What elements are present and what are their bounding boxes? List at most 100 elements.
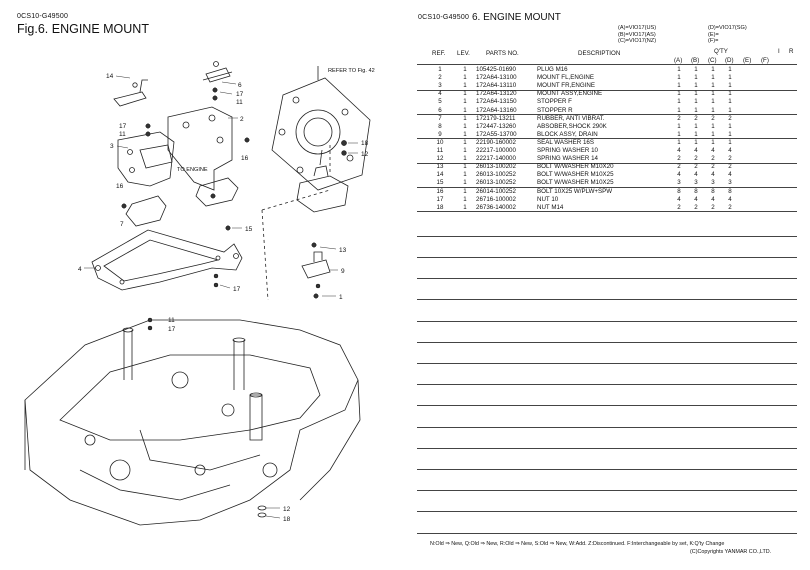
cell-lev: 1 bbox=[463, 90, 467, 98]
cell-no: 172A64-13150 bbox=[476, 98, 517, 106]
cell-qty: 1 bbox=[677, 66, 681, 73]
cell-qty: 1 bbox=[711, 90, 715, 98]
cell-desc: BOLT 10X25 W/PLW+SPW bbox=[537, 187, 613, 195]
cell-qty: 1 bbox=[728, 82, 732, 90]
model-key-c: (C)=VIO17(NZ) bbox=[618, 38, 657, 45]
cell-qty: 1 bbox=[677, 98, 681, 106]
cell-ref: 8 bbox=[438, 122, 442, 130]
cell-qty: 2 bbox=[677, 114, 681, 122]
cell-qty: 1 bbox=[694, 130, 698, 138]
cell-qty: 4 bbox=[694, 171, 698, 179]
callout-7: 7 bbox=[120, 221, 124, 228]
right-doc-code: 0CS10-G49500 bbox=[418, 14, 470, 21]
empty-rule bbox=[417, 469, 797, 470]
cell-ref: 4 bbox=[438, 90, 442, 98]
cell-qty: 1 bbox=[677, 138, 681, 146]
empty-rule bbox=[417, 341, 797, 343]
header-qty-e: (E) bbox=[743, 57, 752, 64]
figure-title: Fig.6. ENGINE MOUNT bbox=[17, 22, 149, 36]
cell-qty: 3 bbox=[728, 179, 732, 187]
cell-qty: 1 bbox=[711, 138, 715, 146]
cell-ref: 12 bbox=[436, 155, 444, 163]
cell-qty: 3 bbox=[694, 179, 698, 187]
cell-qty: 1 bbox=[677, 130, 681, 138]
cell-no: 172A64-13160 bbox=[476, 106, 517, 114]
row-group-rule bbox=[417, 89, 797, 91]
header-qty: Q'TY bbox=[714, 48, 728, 55]
cell-lev: 1 bbox=[463, 66, 467, 73]
cell-qty: 2 bbox=[677, 163, 681, 171]
cell-no: 172A64-13110 bbox=[476, 82, 517, 90]
callout-2: 2 bbox=[240, 116, 244, 123]
cell-lev: 1 bbox=[463, 98, 467, 106]
section-title: 6. ENGINE MOUNT bbox=[472, 12, 561, 23]
cell-qty: 2 bbox=[711, 203, 715, 211]
cell-no: 22217-140000 bbox=[476, 155, 516, 163]
cell-qty: 1 bbox=[711, 122, 715, 130]
cell-lev: 1 bbox=[463, 171, 467, 179]
cell-desc: SPRING WASHER 14 bbox=[537, 155, 598, 163]
cell-lev: 1 bbox=[463, 203, 467, 211]
cell-qty: 4 bbox=[677, 147, 681, 154]
row-group-rule bbox=[417, 187, 797, 188]
cell-qty: 4 bbox=[711, 195, 715, 203]
cell-lev: 1 bbox=[463, 187, 467, 195]
empty-rule bbox=[417, 490, 797, 492]
empty-rule bbox=[417, 235, 797, 237]
cell-ref: 17 bbox=[436, 195, 444, 203]
cell-qty: 3 bbox=[711, 179, 715, 187]
cell-ref: 14 bbox=[436, 171, 444, 179]
model-key-a: (A)=VIO17(US) bbox=[618, 25, 657, 31]
callout-1: 1 bbox=[339, 294, 343, 301]
empty-rule bbox=[417, 426, 797, 428]
cell-qty: 8 bbox=[677, 187, 681, 195]
cell-qty: 1 bbox=[694, 122, 698, 130]
cell-desc: ABSOBER,SHOCK 290K bbox=[537, 122, 607, 130]
callout-16-left: 16 bbox=[116, 183, 124, 190]
cell-qty: 4 bbox=[711, 147, 715, 154]
cell-qty: 4 bbox=[694, 147, 698, 154]
callout-11-left: 11 bbox=[119, 131, 126, 138]
cell-no: 105425-01690 bbox=[476, 66, 516, 73]
cell-qty: 2 bbox=[694, 203, 698, 211]
cell-qty: 1 bbox=[677, 106, 681, 114]
empty-rule bbox=[417, 511, 797, 513]
cell-desc: MOUNT FL,ENGINE bbox=[537, 74, 594, 82]
header-r: R bbox=[789, 48, 794, 55]
empty-rule bbox=[417, 320, 797, 322]
cell-qty: 1 bbox=[711, 66, 715, 73]
cell-qty: 4 bbox=[711, 171, 715, 179]
header-qty-f: (F) bbox=[761, 57, 769, 64]
callout-14-left: 14 bbox=[106, 73, 114, 80]
header-description: DESCRIPTION bbox=[578, 50, 621, 57]
cell-ref: 6 bbox=[438, 106, 442, 114]
engine-mount-diagram: 14 6 17 11 2 17 11 3 16 16 7 18 12 15 4 … bbox=[24, 61, 375, 526]
cell-lev: 1 bbox=[463, 114, 467, 122]
cell-desc: SPRING WASHER 10 bbox=[537, 147, 598, 154]
cell-qty: 1 bbox=[728, 90, 732, 98]
cell-lev: 1 bbox=[463, 130, 467, 138]
row-group-rule bbox=[417, 114, 797, 116]
cell-qty: 1 bbox=[728, 130, 732, 138]
model-key-right: (D)=VIO17(SG) (E)= (F)= bbox=[708, 25, 747, 45]
callout-3: 3 bbox=[110, 143, 114, 150]
cell-qty: 1 bbox=[694, 74, 698, 82]
callout-17-top: 17 bbox=[236, 91, 244, 98]
cell-lev: 1 bbox=[463, 106, 467, 114]
refer-to-fig42-label: REFER TO Fig. 42 bbox=[328, 68, 375, 74]
cell-qty: 8 bbox=[694, 187, 698, 195]
cell-ref: 3 bbox=[438, 82, 442, 90]
callout-11-low: 11 bbox=[168, 317, 175, 324]
cell-qty: 2 bbox=[728, 203, 732, 211]
empty-rule bbox=[417, 447, 797, 449]
header-qty-c: (C) bbox=[708, 57, 717, 64]
empty-rule bbox=[417, 257, 797, 258]
cell-qty: 2 bbox=[711, 155, 715, 163]
cell-qty: 1 bbox=[694, 66, 698, 73]
cell-ref: 13 bbox=[436, 163, 444, 171]
cell-qty: 1 bbox=[694, 82, 698, 90]
cell-qty: 1 bbox=[711, 98, 715, 106]
cell-desc: BOLT W/WASHER M10X25 bbox=[537, 171, 614, 179]
cell-qty: 1 bbox=[711, 106, 715, 114]
cell-qty: 1 bbox=[711, 74, 715, 82]
